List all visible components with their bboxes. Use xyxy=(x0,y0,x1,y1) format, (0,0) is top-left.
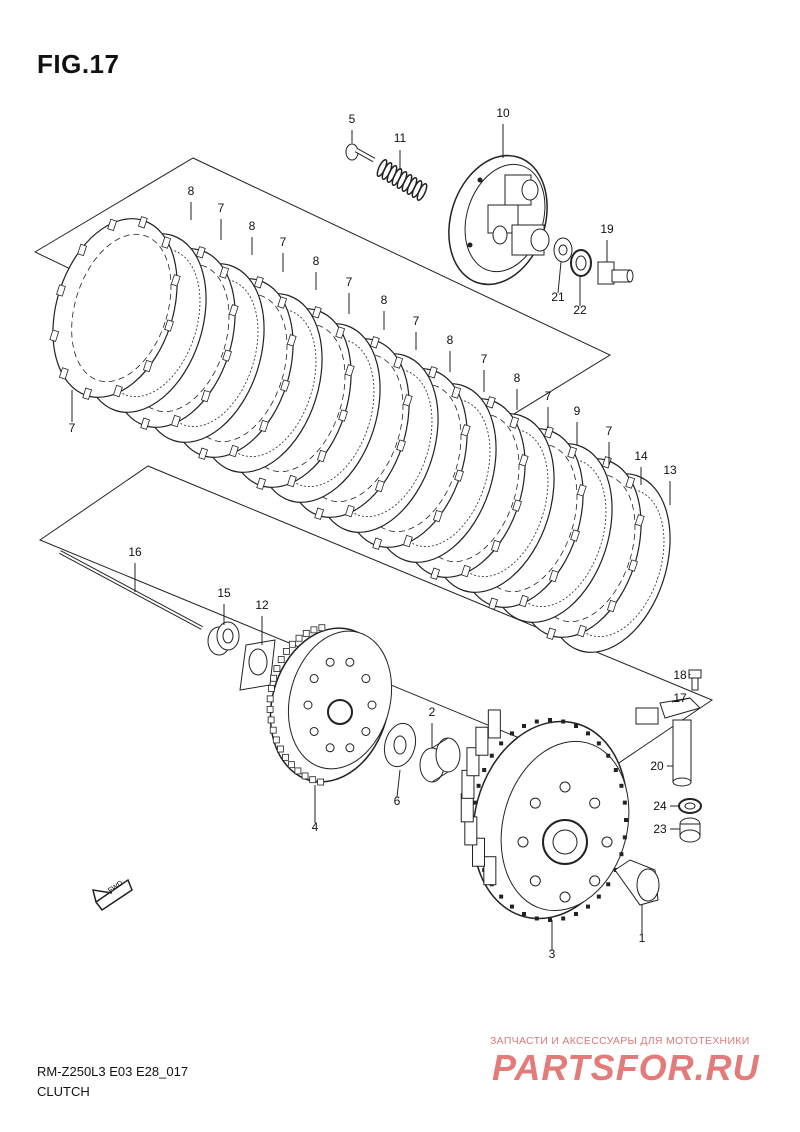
thrust-washer-6 xyxy=(383,722,417,768)
push-rod-16 xyxy=(59,550,203,630)
part-callout-2: 2 xyxy=(429,705,436,719)
pushrod-piece-19 xyxy=(597,261,634,285)
clutch-housing-3 xyxy=(460,709,630,922)
part-callout-8f: 8 xyxy=(514,371,521,385)
part-callout-23: 23 xyxy=(653,822,667,836)
part-callout-8c: 8 xyxy=(313,254,320,268)
clutch-sleeve-hub-4 xyxy=(266,624,393,786)
part-callout-21: 21 xyxy=(551,290,565,304)
model-code: RM-Z250L3 E03 E28_017 xyxy=(37,1064,189,1079)
spacer-1 xyxy=(614,859,660,906)
part-callout-7d: 7 xyxy=(413,314,420,328)
part-callout-22: 22 xyxy=(573,303,587,317)
part-callout-7f: 7 xyxy=(545,389,552,403)
part-callout-20: 20 xyxy=(650,759,664,773)
part-callout-17: 17 xyxy=(673,691,687,705)
drive-plate xyxy=(49,216,181,400)
part-callout-19: 19 xyxy=(600,222,614,236)
leader-line xyxy=(671,697,691,703)
part-callout-14: 14 xyxy=(634,449,648,463)
bearing-15 xyxy=(207,621,240,656)
part-callout-18: 18 xyxy=(673,668,687,682)
part-callout-15: 15 xyxy=(217,586,231,600)
oil-seal-24 xyxy=(678,798,702,814)
part-callout-7c: 7 xyxy=(346,275,353,289)
fwd-arrow-icon: FWD xyxy=(91,878,133,912)
plate-stack xyxy=(49,216,671,653)
part-callout-8e: 8 xyxy=(447,333,454,347)
part-callout-24: 24 xyxy=(653,799,667,813)
washer-21 xyxy=(553,237,573,263)
part-callout-8b: 8 xyxy=(249,219,256,233)
part-callout-5: 5 xyxy=(349,112,356,126)
part-callout-8d: 8 xyxy=(381,293,388,307)
watermark-subtitle: ЗАПЧАСТИ И АКСЕССУАРЫ ДЛЯ МОТОТЕХНИКИ xyxy=(490,1035,750,1047)
part-callout-3: 3 xyxy=(549,947,556,961)
lock-washer-12 xyxy=(239,639,276,691)
part-callout-7b: 7 xyxy=(280,235,287,249)
bearing-22 xyxy=(570,249,592,277)
part-callout-1: 1 xyxy=(639,931,646,945)
part-callout-10: 10 xyxy=(496,106,510,120)
part-callout-16: 16 xyxy=(128,545,142,559)
bolt-18 xyxy=(688,669,702,691)
part-callout-9: 9 xyxy=(574,404,581,418)
part-callout-8a: 8 xyxy=(188,184,195,198)
watermark-logo: PARTSFOR.RU xyxy=(492,1047,760,1088)
part-callout-7g: 7 xyxy=(606,424,613,438)
release-shaft-20 xyxy=(635,707,692,787)
part-callout-4: 4 xyxy=(312,820,319,834)
pressure-plate xyxy=(448,154,550,286)
lower-frame xyxy=(38,465,714,774)
leader-line xyxy=(557,261,562,294)
part-callout-6: 6 xyxy=(394,794,401,808)
part-callout-11: 11 xyxy=(394,131,407,145)
part-callout-13: 13 xyxy=(663,463,677,477)
part-callout-7h: 7 xyxy=(69,421,76,435)
needle-bearing-2 xyxy=(419,737,461,783)
part-callout-7a: 7 xyxy=(218,201,225,215)
figure-title: FIG.17 xyxy=(37,49,120,79)
clutch-spring xyxy=(376,158,428,202)
bush-23 xyxy=(679,817,701,843)
diagram-caption: CLUTCH xyxy=(37,1084,90,1099)
leader-line xyxy=(396,769,401,798)
part-callout-7e: 7 xyxy=(481,352,488,366)
lever-17 xyxy=(659,697,701,719)
clutch-spring-bolt xyxy=(345,143,376,163)
part-callout-12: 12 xyxy=(255,598,269,612)
